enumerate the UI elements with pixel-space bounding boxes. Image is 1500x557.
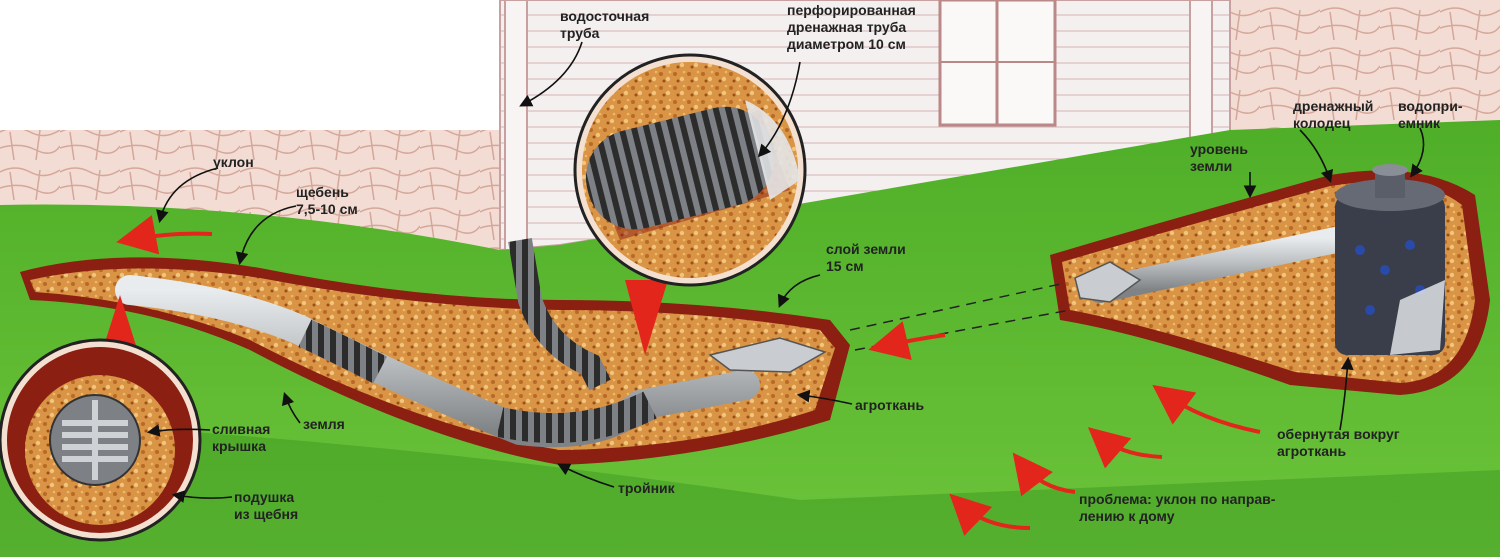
house-window <box>940 0 1055 125</box>
slope-label: уклон <box>213 154 254 171</box>
perforated-pipe-label: перфорированная дренажная труба диаметро… <box>787 2 916 53</box>
problem-label: проблема: уклон по направ- лению к дому <box>1079 491 1275 525</box>
drain-well <box>1335 164 1445 355</box>
earth-label: земля <box>303 416 345 433</box>
geotextile-label: агроткань <box>855 397 924 414</box>
gravel-cushion-label: подушка из щебня <box>234 489 298 523</box>
receiver-label: водопри- емник <box>1398 98 1463 132</box>
downspout-label: водосточная труба <box>560 8 649 42</box>
tee-label: тройник <box>618 480 675 497</box>
gravel-label: щебень 7,5-10 см <box>296 184 358 218</box>
ground-level-label: уровень земли <box>1190 141 1248 175</box>
drain-cover-label: сливная крышка <box>212 421 270 455</box>
drain-well-label: дренажный колодец <box>1293 98 1373 132</box>
wrapped-geotextile-label: обернутая вокруг агроткань <box>1277 426 1400 460</box>
soil-layer-label: слой земли 15 см <box>826 241 906 275</box>
